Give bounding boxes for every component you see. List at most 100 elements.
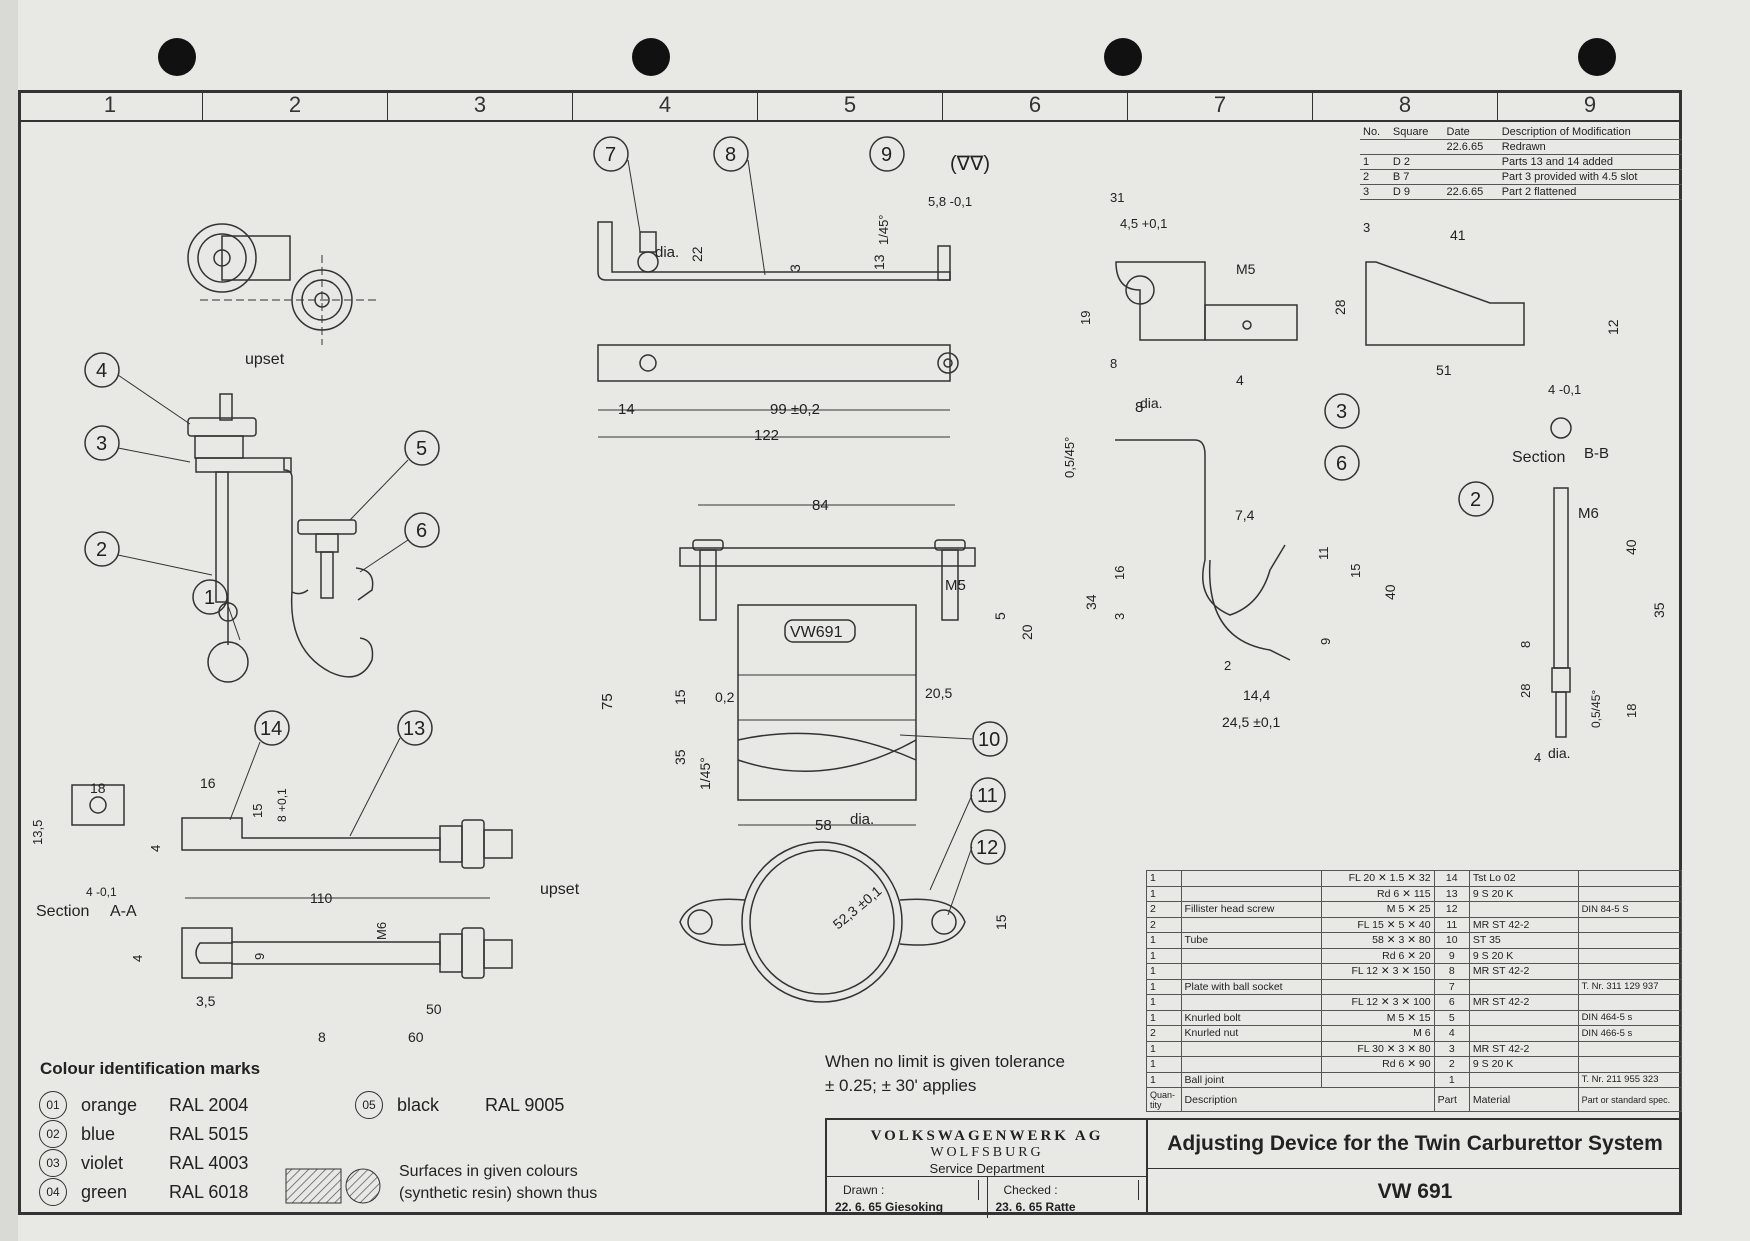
department: Service Department [929,1161,1045,1176]
dim: 4 [148,845,163,852]
dim: 14,4 [1243,687,1270,703]
balloon-1: 1 [204,587,215,609]
parts-cell-qty: 1 [1146,932,1182,949]
balloon-6: 6 [1336,453,1347,475]
dia-label: dia. [1140,395,1163,411]
parts-cell-material: 9 S 20 K [1468,885,1579,902]
parts-cell-part: 7 [1433,978,1470,995]
part-balloons: 1 2 3 4 5 6 7 8 9 10 11 12 13 14 3 6 2 [84,136,1494,865]
dim: 40 [1623,539,1639,555]
parts-cell-desc: Ball joint [1180,1071,1322,1088]
parts-cell-size: Rd 6 ✕ 115 [1320,885,1435,902]
dim: 4 [1534,750,1541,765]
grid-col: 1 [18,90,203,120]
dim: 52,3 ±0,1 [830,882,885,932]
parts-cell-part: 10 [1433,932,1470,949]
dim: 4 -0,1 [86,885,117,899]
surface-symbol: (∇∇) [950,153,990,175]
balloon-5: 5 [416,438,427,460]
dim: 3 [787,264,803,272]
balloon-7: 7 [605,144,616,166]
dim: 3 [1112,613,1127,620]
dim: 84 [812,497,829,514]
parts-cell-spec: DIN 464-5 s [1577,1009,1683,1026]
parts-cell-desc [1180,885,1322,902]
parts-cell-spec [1577,947,1683,964]
dim: 14 [618,401,635,418]
parts-cell-material: MR ST 42-2 [1468,916,1579,933]
part-13-14-views: 18 13,5 4 -0,1 Section A-A 16 15 8 +0,1 … [30,775,580,1045]
parts-cell-qty: 1 [1146,947,1182,964]
dim: 28 [1332,299,1348,315]
parts-cell-qty: 1 [1146,1056,1182,1073]
dim: 9 [1318,638,1333,645]
dim: 0,2 [715,689,735,705]
parts-cell-material: Tst Lo 02 [1468,870,1579,887]
dim: 28 [1518,684,1533,698]
company-city: WOLFSBURG [930,1145,1044,1160]
dim: 40 [1382,584,1398,600]
parts-cell-part: 3 [1433,1040,1470,1057]
punch-hole [1104,38,1142,76]
parts-cell-qty: 2 [1146,901,1182,918]
punch-hole [632,38,670,76]
hatch-sample-icon [285,1168,381,1204]
parts-cell-size: M 5 ✕ 15 [1320,1009,1435,1026]
grid-col: 5 [758,90,943,120]
dim: 58 [815,817,832,834]
parts-cell-size: M 5 ✕ 25 [1320,901,1435,918]
parts-cell-material: 9 S 20 K [1468,947,1579,964]
parts-cell-material [1468,978,1579,995]
dim: 13 [871,254,887,270]
part-3-views: 31 4,5 +0,1 M5 19 8 4 41 3 28 51 12 4 -0… [1078,190,1621,466]
parts-cell-part: 5 [1433,1009,1470,1026]
parts-cell-spec [1577,1040,1683,1057]
balloon-14: 14 [260,718,282,740]
dim: 20 [1019,624,1035,640]
dim: 20,5 [925,685,952,701]
parts-cell-spec: T. Nr. 311 129 937 [1577,978,1683,995]
dim: 11 [1316,547,1331,561]
balloon-9: 9 [881,144,892,166]
parts-cell-size: Rd 6 ✕ 20 [1320,947,1435,964]
tolerance-note: When no limit is given tolerance ± 0.25;… [825,1052,1066,1095]
parts-cell-material [1468,901,1579,918]
parts-cell-spec [1577,916,1683,933]
dim: 15 [672,689,688,705]
punch-hole [1578,38,1616,76]
dim: 50 [426,1001,442,1017]
parts-cell-material: MR ST 42-2 [1468,963,1579,980]
parts-cell-size: FL 30 ✕ 3 ✕ 80 [1320,1040,1435,1057]
vw691-mark: VW691 [790,624,843,641]
dim: 4,5 +0,1 [1120,216,1167,231]
dim: 8 [1110,356,1117,371]
parts-cell-part: 12 [1433,901,1470,918]
section-label: Section [1512,449,1565,466]
dim: 8 [318,1029,326,1045]
colour-legend: Colour identification marks 01 orange RA… [35,1055,755,1215]
parts-cell-qty: 1 [1146,978,1182,995]
dim: 0,5/45° [1589,690,1603,728]
parts-cell-desc [1180,963,1322,980]
dim: 1/45° [876,214,891,245]
parts-cell-desc: Plate with ball socket [1180,978,1322,995]
dim: 12 [1605,319,1621,335]
dim: 0,5/45° [1062,437,1077,478]
dim: 35 [672,749,688,765]
surface-note: Surfaces in given colours [399,1163,578,1180]
parts-cell-material: MR ST 42-2 [1468,994,1579,1011]
grid-col: 7 [1128,90,1313,120]
parts-cell-qty: 1 [1146,994,1182,1011]
section-id: B-B [1584,445,1609,462]
checked-cell: Checked :23. 6. 65 Ratte [988,1177,1148,1218]
dim: 60 [408,1029,424,1045]
parts-cell-desc: Fillister head screw [1180,901,1322,918]
dim: 99 ±0,2 [770,401,820,418]
